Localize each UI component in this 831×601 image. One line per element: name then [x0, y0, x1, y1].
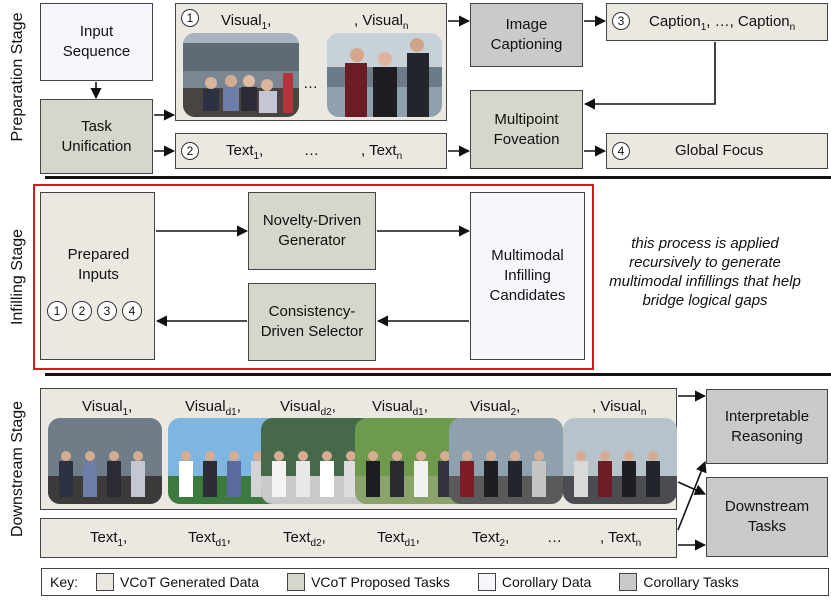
downstream-visual-label: Visuald1, [185, 398, 241, 418]
global-focus-box: 4 Global Focus [606, 133, 828, 169]
task-unification-box: Task Unification [40, 99, 153, 174]
downstream-text-label: , Textn [600, 529, 642, 549]
legend-label: Corollary Data [501, 574, 592, 590]
multipoint-foveation-box: Multipoint Foveation [470, 90, 583, 169]
input-sequence-box: Input Sequence [40, 3, 153, 81]
downstream-visual-label: Visuald1, [372, 398, 428, 418]
legend-item: Corollary Data [477, 573, 592, 591]
circle-3: 3 [612, 12, 630, 30]
image-captioning-box: Image Captioning [470, 3, 583, 67]
legend-label: Corollary Tasks [643, 574, 739, 590]
recursive-note: this process is applied recursively to g… [609, 235, 801, 309]
text-first-label: Text1, [226, 142, 264, 162]
legend-swatch [477, 573, 496, 591]
downstream-tasks-box: Downstream Tasks [706, 477, 828, 557]
downstream-text-panel [40, 518, 677, 558]
circle-4: 4 [122, 301, 142, 321]
captions-label: Caption1, …, Captionn [649, 13, 796, 33]
legend-item: Corollary Tasks [619, 573, 739, 591]
downstream-photo [449, 418, 563, 504]
interpretable-reasoning-box: Interpretable Reasoning [706, 389, 828, 464]
legend-item: VCoT Generated Data [96, 573, 259, 591]
circle-2: 2 [72, 301, 92, 321]
infilling-highlight [33, 184, 594, 370]
legend-item: VCoT Proposed Tasks [287, 573, 450, 591]
legend-items: VCoT Generated Data VCoT Proposed Tasks Co… [96, 573, 767, 591]
novelty-generator-box: Novelty-Driven Generator [248, 192, 376, 270]
visual-ellipsis: … [303, 75, 318, 92]
photo-couple-officiant [327, 33, 442, 117]
separator-bottom [45, 373, 831, 376]
photo-wedding-guests [183, 33, 299, 117]
visual-last-label: , Visualn [354, 12, 409, 32]
downstream-text-label: Text2, [472, 529, 510, 549]
prepared-inputs-box: Prepared Inputs 1 2 3 4 [40, 192, 155, 360]
legend-swatch [96, 573, 115, 591]
circle-3: 3 [97, 301, 117, 321]
circle-1: 1 [47, 301, 67, 321]
global-focus-label: Global Focus [675, 142, 764, 159]
prepared-inputs-label: Prepared Inputs [67, 246, 130, 283]
downstream-visual-label: Visual2, [470, 398, 521, 418]
downstream-visual-label: Visual1, [82, 398, 133, 418]
circle-4: 4 [612, 142, 630, 160]
arrow-captions-to-foveation [583, 42, 716, 110]
downstream-text-label: Text1, [90, 529, 128, 549]
text-last-label: , Textn [361, 142, 403, 162]
downstream-text-label: Textd1, [188, 529, 231, 549]
downstream-text-label: Textd1, [377, 529, 420, 549]
legend-label: VCoT Generated Data [120, 574, 260, 590]
circle-2: 2 [181, 142, 199, 160]
prepared-inputs-circles: 1 2 3 4 [47, 301, 142, 321]
visual-first-label: Visual1, [221, 12, 272, 32]
downstream-text-label: Textd2, [283, 529, 326, 549]
arrow-visual-to-tasks [677, 481, 707, 496]
legend-title: Key: [50, 574, 79, 590]
text-panel: 2 Text1, … , Textn [175, 133, 447, 169]
legend-swatch [287, 573, 306, 591]
separator-top [45, 176, 831, 179]
downstream-visual-label: , Visualn [592, 398, 647, 418]
arrow-text-to-reasoning [677, 460, 707, 531]
downstream-photo [563, 418, 677, 504]
circle-1: 1 [181, 9, 199, 27]
consistency-selector-box: Consistency-Driven Selector [248, 283, 376, 361]
legend: Key: VCoT Generated Data VCoT Proposed Ta… [41, 568, 829, 596]
downstream-visual-label: Visuald2, [280, 398, 336, 418]
downstream-text-label: … [547, 529, 562, 546]
candidates-box: Multimodal Infilling Candidates [470, 192, 585, 360]
text-ellipsis: … [304, 142, 319, 159]
legend-swatch [619, 573, 638, 591]
captions-box: 3 Caption1, …, Captionn [606, 3, 828, 41]
legend-label: VCoT Proposed Tasks [311, 574, 450, 590]
downstream-photo [48, 418, 162, 504]
